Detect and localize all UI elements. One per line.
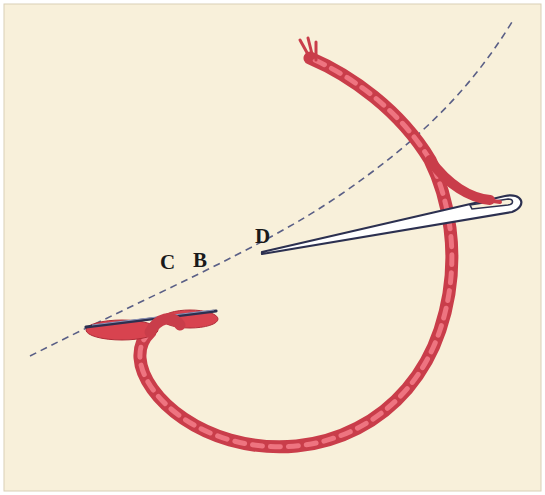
point-label: C <box>160 252 175 273</box>
point-label: D <box>255 226 270 247</box>
fabric <box>4 4 541 491</box>
needle <box>262 195 521 254</box>
thread-twist <box>140 58 452 447</box>
thread <box>150 319 180 332</box>
thread <box>140 58 452 447</box>
thread-end <box>300 38 316 60</box>
thread <box>430 160 490 200</box>
thread-in-eye <box>486 200 500 202</box>
point-label: B <box>193 250 207 271</box>
